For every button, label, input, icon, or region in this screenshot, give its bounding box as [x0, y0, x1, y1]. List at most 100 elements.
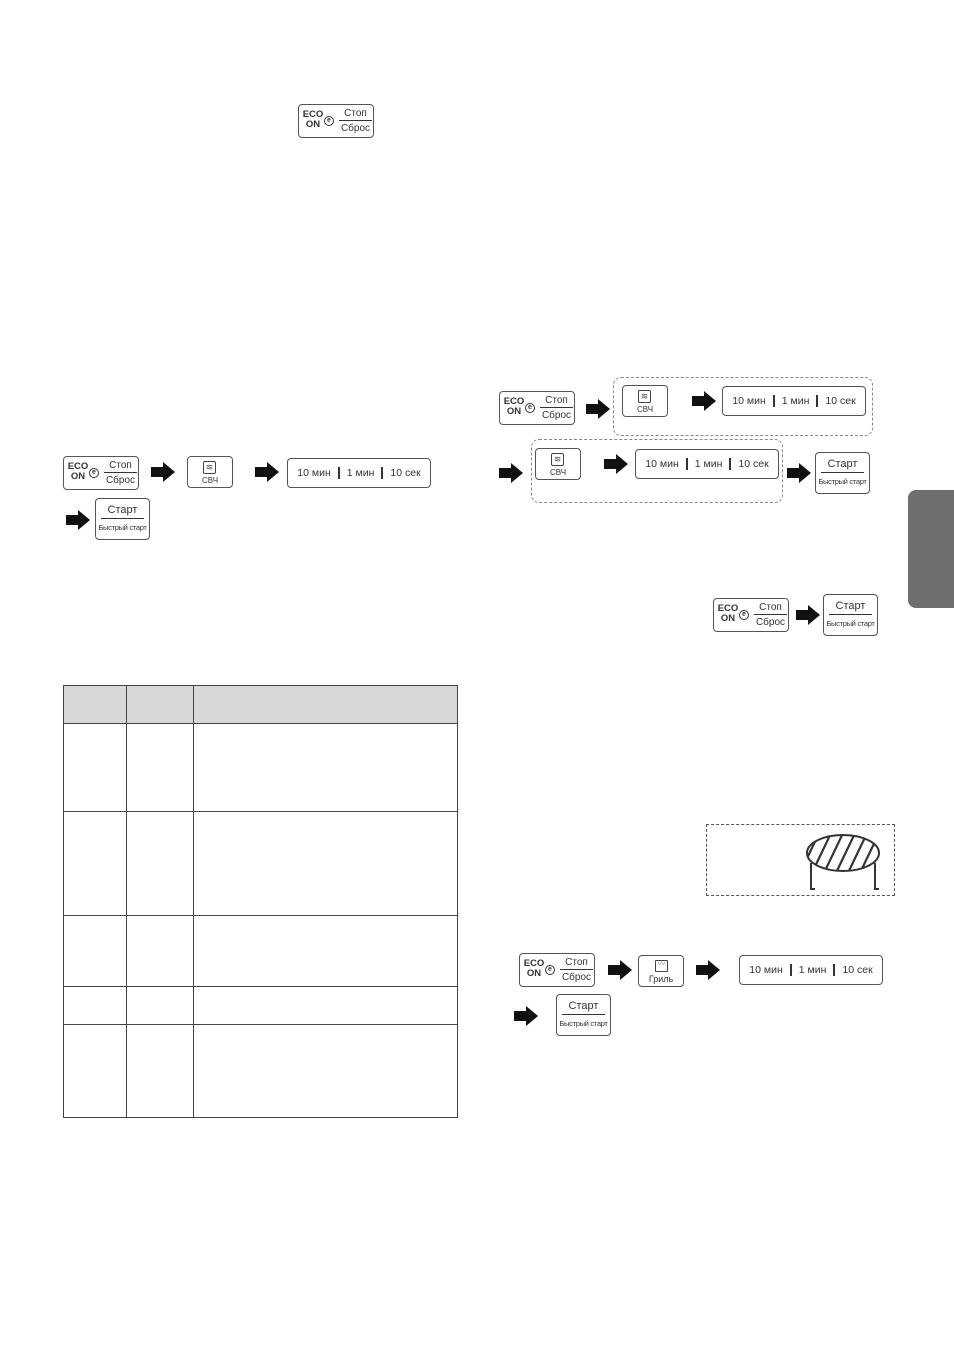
ten-seconds-button[interactable]: 10 сек [842, 964, 873, 976]
reset-label: Сброс [541, 410, 572, 421]
separator [729, 458, 732, 470]
arrow-right-icon [514, 1006, 538, 1026]
grill-rack-icon [806, 834, 880, 890]
microwave-button[interactable]: ≋ СВЧ [187, 456, 233, 488]
one-minute-button[interactable]: 1 мин [694, 458, 723, 470]
stage-one-group [613, 377, 873, 436]
time-setting-bar[interactable]: 10 мин 1 мин 10 сек [287, 458, 431, 488]
time-setting-bar[interactable]: 10 мин 1 мин 10 сек [722, 386, 866, 416]
separator [685, 458, 688, 470]
start-quick-start-button[interactable]: Старт Быстрый старт [556, 994, 611, 1036]
arrow-right-icon [608, 960, 632, 980]
microwave-waves-icon: ≋ [638, 390, 651, 403]
start-label: Старт [562, 1000, 605, 1015]
grill-button[interactable]: 〰 Гриль [638, 955, 684, 987]
eco-icon: e [739, 610, 749, 620]
quick-start-label: Быстрый старт [98, 523, 147, 532]
table-row [63, 811, 458, 916]
microwave-label: СВЧ [636, 405, 654, 414]
table-row [63, 915, 458, 987]
table-row [63, 723, 458, 812]
separator [833, 964, 836, 976]
time-setting-bar[interactable]: 10 мин 1 мин 10 сек [635, 449, 779, 479]
reset-label: Сброс [340, 123, 371, 134]
separator [816, 395, 819, 407]
start-label: Старт [101, 504, 144, 519]
microwave-button[interactable]: ≋ СВЧ [622, 385, 668, 417]
ten-seconds-button[interactable]: 10 сек [390, 467, 421, 479]
time-setting-bar[interactable]: 10 мин 1 мин 10 сек [739, 955, 883, 985]
microwave-waves-icon: ≋ [203, 461, 216, 474]
table-header-cell [63, 685, 127, 724]
stop-label: Стоп [754, 602, 787, 615]
stop-label: Стоп [104, 460, 137, 473]
quick-start-label: Быстрый старт [818, 477, 867, 486]
cooking-table [63, 685, 458, 1118]
separator [381, 467, 384, 479]
start-label: Старт [821, 458, 864, 473]
start-quick-start-button[interactable]: Старт Быстрый старт [95, 498, 150, 540]
start-label: Старт [829, 600, 872, 615]
stop-label: Стоп [339, 108, 372, 121]
table-header-cell [126, 685, 194, 724]
reset-label: Сброс [561, 972, 592, 983]
reset-label: Сброс [105, 475, 136, 486]
separator [789, 964, 792, 976]
table-row [63, 1024, 458, 1118]
eco-icon: e [324, 116, 334, 126]
ten-seconds-button[interactable]: 10 сек [825, 395, 856, 407]
microwave-label: СВЧ [549, 468, 567, 477]
reset-label: Сброс [755, 617, 786, 628]
section-side-tab [908, 490, 954, 608]
separator [337, 467, 340, 479]
table-row [63, 986, 458, 1025]
start-quick-start-button[interactable]: Старт Быстрый старт [823, 594, 878, 636]
arrow-right-icon [787, 463, 811, 483]
eco-icon: e [545, 965, 555, 975]
one-minute-button[interactable]: 1 мин [798, 964, 827, 976]
ten-seconds-button[interactable]: 10 сек [738, 458, 769, 470]
microwave-button[interactable]: ≋ СВЧ [535, 448, 581, 480]
rack-illustration-frame [706, 824, 895, 896]
quick-start-label: Быстрый старт [826, 619, 875, 628]
table-header-cell [193, 685, 458, 724]
microwave-label: СВЧ [201, 476, 219, 485]
ten-minutes-button[interactable]: 10 мин [749, 964, 783, 976]
microwave-waves-icon: ≋ [551, 453, 564, 466]
ten-minutes-button[interactable]: 10 мин [732, 395, 766, 407]
one-minute-button[interactable]: 1 мин [346, 467, 375, 479]
separator [772, 395, 775, 407]
arrow-right-icon [692, 391, 716, 411]
quick-start-label: Быстрый старт [559, 1019, 608, 1028]
arrow-right-icon [66, 510, 90, 530]
start-quick-start-button[interactable]: Старт Быстрый старт [815, 452, 870, 494]
grill-label: Гриль [648, 974, 674, 984]
arrow-right-icon [255, 462, 279, 482]
stage-two-group [531, 439, 783, 503]
arrow-right-icon [796, 605, 820, 625]
eco-icon: e [525, 403, 535, 413]
arrow-right-icon [151, 462, 175, 482]
stop-label: Стоп [540, 395, 573, 408]
arrow-right-icon [604, 454, 628, 474]
eco-icon: e [89, 468, 99, 478]
grill-heater-icon: 〰 [655, 960, 668, 972]
arrow-right-icon [696, 960, 720, 980]
table-header-row [63, 685, 458, 724]
arrow-right-icon [586, 399, 610, 419]
ten-minutes-button[interactable]: 10 мин [645, 458, 679, 470]
ten-minutes-button[interactable]: 10 мин [297, 467, 331, 479]
one-minute-button[interactable]: 1 мин [781, 395, 810, 407]
stop-label: Стоп [560, 957, 593, 970]
arrow-right-icon [499, 463, 523, 483]
